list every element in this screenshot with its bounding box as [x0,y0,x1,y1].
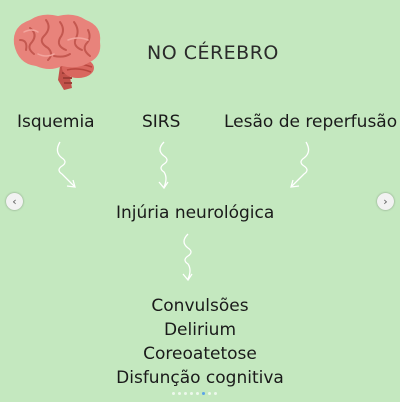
outcome-delirium: Delirium [163,320,237,340]
outcomes-list: Convulsões Delirium Coreoatetose Disfunç… [0,294,400,390]
arrow-outcomes-icon [182,233,193,282]
cause-sirs: SIRS [142,112,181,132]
outcome-coreoatetose: Coreoatetose [143,344,257,364]
outcome-disfuncao-cognitiva: Disfunção cognitiva [116,368,284,388]
carousel-dot[interactable] [208,392,211,395]
carousel-dot[interactable] [172,392,175,395]
brain-icon [13,14,101,90]
carousel-dot[interactable] [196,392,199,395]
carousel-dot[interactable] [178,392,181,395]
cause-isquemia: Isquemia [17,112,95,132]
carousel-next-button[interactable]: › [377,193,394,210]
chevron-right-icon: › [383,195,388,208]
arrow-sirs-icon [158,141,169,190]
arrow-reperfusao-icon [290,141,310,188]
slide-title: NO CÉREBRO [147,42,279,64]
carousel-dot[interactable] [214,392,217,395]
injuria-neurologica-label: Injúria neurológica [116,203,275,223]
carousel-dot[interactable] [190,392,193,395]
cause-reperfusao: Lesão de reperfusão [224,112,398,132]
carousel-dot[interactable] [184,392,187,395]
carousel-prev-button[interactable]: ‹ [6,193,23,210]
carousel-indicator [172,392,217,395]
outcome-convulsoes: Convulsões [151,296,249,316]
chevron-left-icon: ‹ [12,195,17,208]
carousel-dot[interactable] [202,392,205,395]
arrow-isquemia-icon [56,141,76,188]
